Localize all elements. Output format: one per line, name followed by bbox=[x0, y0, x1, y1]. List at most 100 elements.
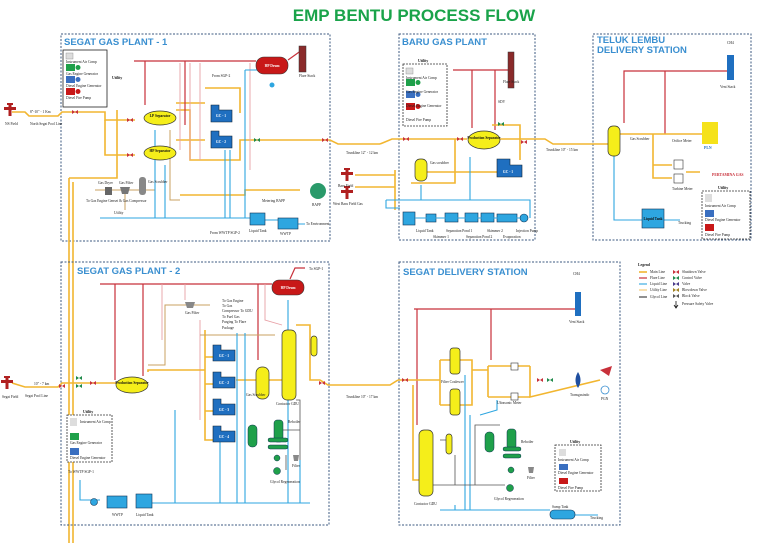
pln-label: PLN bbox=[704, 146, 712, 150]
trucking-label: Trucking bbox=[678, 221, 691, 225]
glycol-pump-icon bbox=[273, 454, 281, 462]
transgasindo-logo bbox=[575, 372, 581, 388]
teluk-main-lines bbox=[590, 133, 705, 179]
shutdown-valve-icon[interactable] bbox=[72, 110, 78, 114]
shutdown-valve-icon[interactable] bbox=[127, 153, 133, 157]
lp-separator-label: LP Separator bbox=[150, 114, 171, 118]
block-valve-icon bbox=[673, 294, 679, 298]
teluk-flare-lines bbox=[623, 70, 731, 134]
shutdown-valve-icon[interactable] bbox=[402, 378, 408, 382]
utility-instrument-air: Instrument Air Comp bbox=[66, 60, 97, 64]
control-valve-icon[interactable] bbox=[76, 384, 82, 388]
gas-compressor-1[interactable] bbox=[210, 104, 233, 123]
gas-dryer-label: Gas Dryer bbox=[98, 181, 114, 185]
flare-stack-label: Flare Stack bbox=[503, 80, 519, 84]
baru-gas-scrubber[interactable] bbox=[414, 158, 428, 182]
ch4-label: CH4 bbox=[573, 272, 580, 276]
hp-separator[interactable] bbox=[143, 145, 177, 161]
from-sgp2-label: From SGP-2 bbox=[212, 74, 230, 78]
shutdown-valve-icon[interactable] bbox=[521, 140, 527, 144]
metering-label: Metering BAPP bbox=[262, 199, 285, 203]
sgp2-production-separator[interactable] bbox=[115, 376, 149, 394]
utility-label: Utility bbox=[83, 410, 93, 414]
sump-tank-label: Sump Tank bbox=[552, 505, 569, 509]
sds-filter bbox=[528, 467, 534, 473]
control-valve-icon[interactable] bbox=[76, 376, 82, 380]
teluk-gas-scrubber[interactable] bbox=[607, 125, 621, 157]
gc2-label: GC - 2 bbox=[216, 140, 226, 144]
sgp2-liquid-lines bbox=[79, 300, 310, 504]
page-title: EMP BENTU PROCESS FLOW bbox=[293, 6, 536, 25]
gc1-label: GC - 1 bbox=[503, 170, 513, 174]
sds-reboiler bbox=[506, 428, 517, 450]
sds-glycol-pump-icon bbox=[507, 466, 515, 474]
sds-contactor-gdu[interactable] bbox=[418, 429, 434, 497]
sds-flash-vessel bbox=[445, 433, 453, 455]
sgp2-gas-compressor-1[interactable] bbox=[212, 344, 236, 362]
utility-diesel-engine: Diesel Engine Generator bbox=[66, 84, 102, 88]
baru-production-separator[interactable] bbox=[467, 130, 501, 150]
sgp1-trunkline-label: Trunkline 12" - 12 km bbox=[346, 151, 378, 155]
contactor-label: Contactor GDU bbox=[414, 502, 437, 506]
shutdown-valve-icon[interactable] bbox=[537, 378, 543, 382]
gas-scrubber-label: Gas scrubber bbox=[430, 161, 450, 165]
from-wwtp-label: From WWTP SGP-2 bbox=[210, 231, 240, 235]
evaporation-label: Evaporation bbox=[503, 235, 521, 239]
glycol-regeneration-pump-icon bbox=[273, 467, 281, 475]
shutdown-valve-icon[interactable] bbox=[90, 381, 96, 385]
filter-coalescer-1[interactable] bbox=[449, 347, 461, 375]
hp-drum[interactable] bbox=[255, 56, 289, 75]
shutdown-valve-icon[interactable] bbox=[127, 118, 133, 122]
skimmer-2-label: Skimmer 2 bbox=[487, 229, 503, 233]
sgp2-gas-compressor-2[interactable] bbox=[212, 371, 236, 389]
utility-instrument-air: Instrument Air Comp bbox=[705, 204, 736, 208]
sgp2-wwtp bbox=[106, 495, 128, 509]
gas-filter bbox=[120, 187, 130, 194]
sgp2-contactor-gdu[interactable] bbox=[281, 329, 297, 401]
pgn-logo bbox=[600, 385, 610, 395]
sgp2-gas-compressor-4[interactable] bbox=[212, 425, 236, 443]
legend-shutdown-valve: Shutdown Valve bbox=[682, 270, 706, 274]
lp-separator[interactable] bbox=[143, 110, 177, 126]
control-valve-icon[interactable] bbox=[547, 378, 553, 382]
utility-instrument-air: Instrument Air Comp bbox=[80, 420, 111, 424]
bapp-label: BAPP bbox=[312, 203, 321, 207]
sgp2-hp-drum[interactable] bbox=[271, 279, 305, 296]
ns-line-size-label: 8"-10" - 1 Km bbox=[30, 110, 51, 114]
legend-valve: Valve bbox=[682, 282, 691, 286]
shutdown-valve-icon[interactable] bbox=[403, 137, 409, 141]
legend-liquid-line: Liquid Line bbox=[650, 282, 667, 286]
flare-stack bbox=[298, 45, 307, 73]
legend-control-valve: Control Valve bbox=[682, 276, 702, 280]
sgp2-gas-scrubber[interactable] bbox=[255, 366, 270, 400]
sds-surge-drum bbox=[484, 431, 495, 453]
control-valve-icon[interactable] bbox=[254, 138, 260, 142]
filter-coalescer-label: Filter Coalescer bbox=[441, 380, 465, 384]
teluk-liquid-tank bbox=[641, 208, 665, 229]
gas-compressor-2[interactable] bbox=[210, 130, 233, 149]
sgp1-title: SEGAT GAS PLANT - 1 bbox=[64, 37, 168, 48]
turbine-meter-label: Turbine Meter bbox=[672, 187, 694, 191]
sgp2-utility-lines bbox=[148, 304, 275, 366]
shutdown-valve-icon[interactable] bbox=[322, 138, 328, 142]
prod-sep-label: Production Separator bbox=[115, 381, 149, 385]
filter-coalescer-2[interactable] bbox=[449, 388, 461, 416]
gas-dest-label: To Gas Engine bbox=[222, 299, 244, 303]
sgp1-liquid-tank bbox=[249, 212, 266, 226]
shutdown-valve-icon[interactable] bbox=[457, 137, 463, 141]
bapp-logo bbox=[310, 183, 326, 199]
sgp2-pump-icon bbox=[90, 498, 98, 506]
legend-main-line: Main Line bbox=[650, 270, 665, 274]
baru-gas-compressor-1[interactable] bbox=[496, 158, 523, 178]
teluk-liquid-lines bbox=[613, 155, 680, 221]
sgp2-gas-compressor-3[interactable] bbox=[212, 398, 236, 416]
shutdown-valve-icon[interactable] bbox=[59, 384, 65, 388]
vent-stack-label: Vent Stack bbox=[720, 85, 736, 89]
sds-main-lines bbox=[398, 359, 601, 481]
teluk-boundary bbox=[592, 33, 752, 241]
segat-gas-plant-1: SEGAT GAS PLANT - 1 Instrument Air Comp … bbox=[4, 33, 380, 543]
baru-main-lines bbox=[379, 124, 590, 184]
baru-field-lines bbox=[355, 170, 396, 210]
ch4-label: CH4 bbox=[727, 41, 734, 45]
utility-fire-pump: Diesel Fire Pump bbox=[705, 233, 730, 237]
